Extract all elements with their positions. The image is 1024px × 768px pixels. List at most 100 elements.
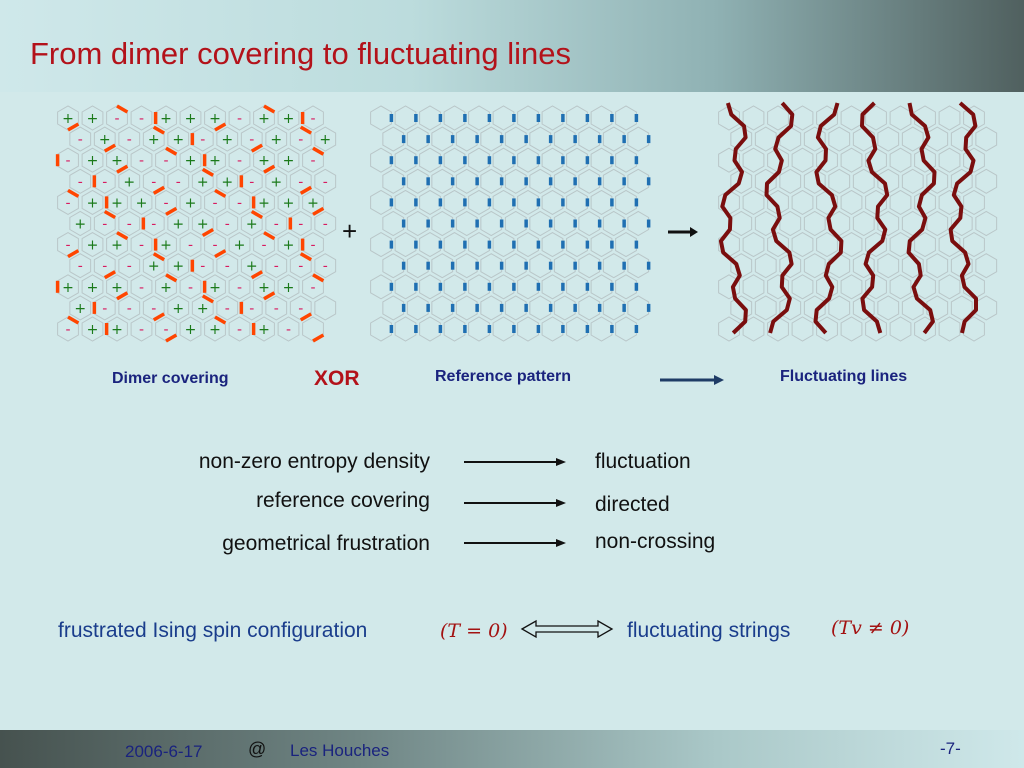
hex-cell [443,147,466,173]
hex-cell [627,253,650,279]
spin-sign: - [163,322,168,338]
hex-cell [167,126,190,152]
row-arrow [464,458,566,466]
spin-sign: - [225,301,230,317]
spin-sign: - [249,174,254,190]
hex-cell [216,126,239,152]
hex-cell [877,126,900,152]
hex-cell [406,210,429,237]
hex-cell [118,168,141,194]
hex-cell [228,274,251,300]
ising-text: frustrated Ising spin configuration [58,619,368,642]
hex-cell [615,316,637,342]
dimer-bond [67,315,80,325]
spin-sign: + [270,132,282,148]
dimer-bond [165,206,178,216]
hex-cell [167,253,190,279]
hex-cell [130,105,153,131]
spin-sign: + [136,195,148,211]
hex-cell [443,189,466,215]
spin-sign: + [258,322,270,338]
hex-cell [553,168,576,194]
dimer-bond [201,227,215,238]
hex-cell [394,147,417,173]
hex-cell [228,189,251,215]
hex-cell [590,189,613,215]
hex-cell [627,295,650,321]
hex-cell [130,274,153,300]
hex-cell [265,295,288,321]
hex-cell [277,274,300,300]
hex-cell [578,210,601,237]
spin-sign: + [87,280,99,296]
spin-sign: - [78,132,83,148]
hex-cell [816,105,838,131]
spin-sign: - [310,153,315,169]
hex-cell [216,295,239,321]
hex-cell [767,105,789,131]
hex-cell [578,253,601,279]
hex-cell [265,126,288,152]
hex-cell [767,274,789,300]
dimer-bond [299,125,313,135]
hex-cell [938,105,961,131]
dimer-bond [214,188,227,198]
hex-cell [615,147,637,173]
fluctuating-line [813,102,844,335]
hex-cell [828,168,851,194]
hex-cell [314,253,337,279]
hex-cell [394,105,417,131]
hex-cell [431,126,454,152]
hex-cell [406,168,429,194]
hex-cell [803,253,826,279]
spin-sign: - [225,259,230,275]
hex-cell [602,295,625,321]
spin-sign: - [78,259,83,275]
hex-cell [791,232,814,258]
spin-sign: + [74,301,86,317]
hex-cell [468,105,490,131]
hex-cell [130,232,153,258]
hex-cell [553,126,576,152]
hex-cell [791,316,814,342]
hex-cell [529,295,552,321]
spin-sign: + [197,217,209,233]
hex-cell [602,126,625,152]
spin-sign: + [258,195,270,211]
hex-cell [443,316,466,342]
spin-sign: - [237,195,242,211]
spin-sign: - [237,280,242,296]
hex-cell [419,316,441,342]
hex-cell [468,274,490,300]
hex-cell [566,232,588,258]
spin-sign: + [87,111,99,127]
hex-cell [167,295,190,321]
hex-cell [69,295,92,321]
small-arrow [668,227,698,237]
header-bar: From dimer covering to fluctuating lines [0,0,1024,92]
hex-cell [828,126,851,152]
hex-cell [754,295,777,321]
hex-cell [480,126,503,152]
hex-cell [877,295,900,321]
hex-cell [865,147,887,173]
hex-cell [492,189,515,215]
spin-sign: - [163,195,168,211]
hex-cell [455,210,478,237]
hex-cell [602,210,625,237]
hex-cell [455,126,478,152]
spin-sign: - [127,259,132,275]
hex-cell [228,232,251,258]
dimer-bond [165,333,178,343]
blue-arrow [660,375,724,385]
hex-cell [480,168,503,194]
hex-cell [504,210,527,237]
row-right-text: directed [595,493,670,516]
hex-cell [718,274,740,300]
spin-sign: - [261,238,266,254]
spin-sign: + [221,132,233,148]
hex-cell [602,168,625,194]
dimer-bond [214,122,227,132]
dimer-bond [299,312,313,322]
hex-cell [419,232,441,258]
